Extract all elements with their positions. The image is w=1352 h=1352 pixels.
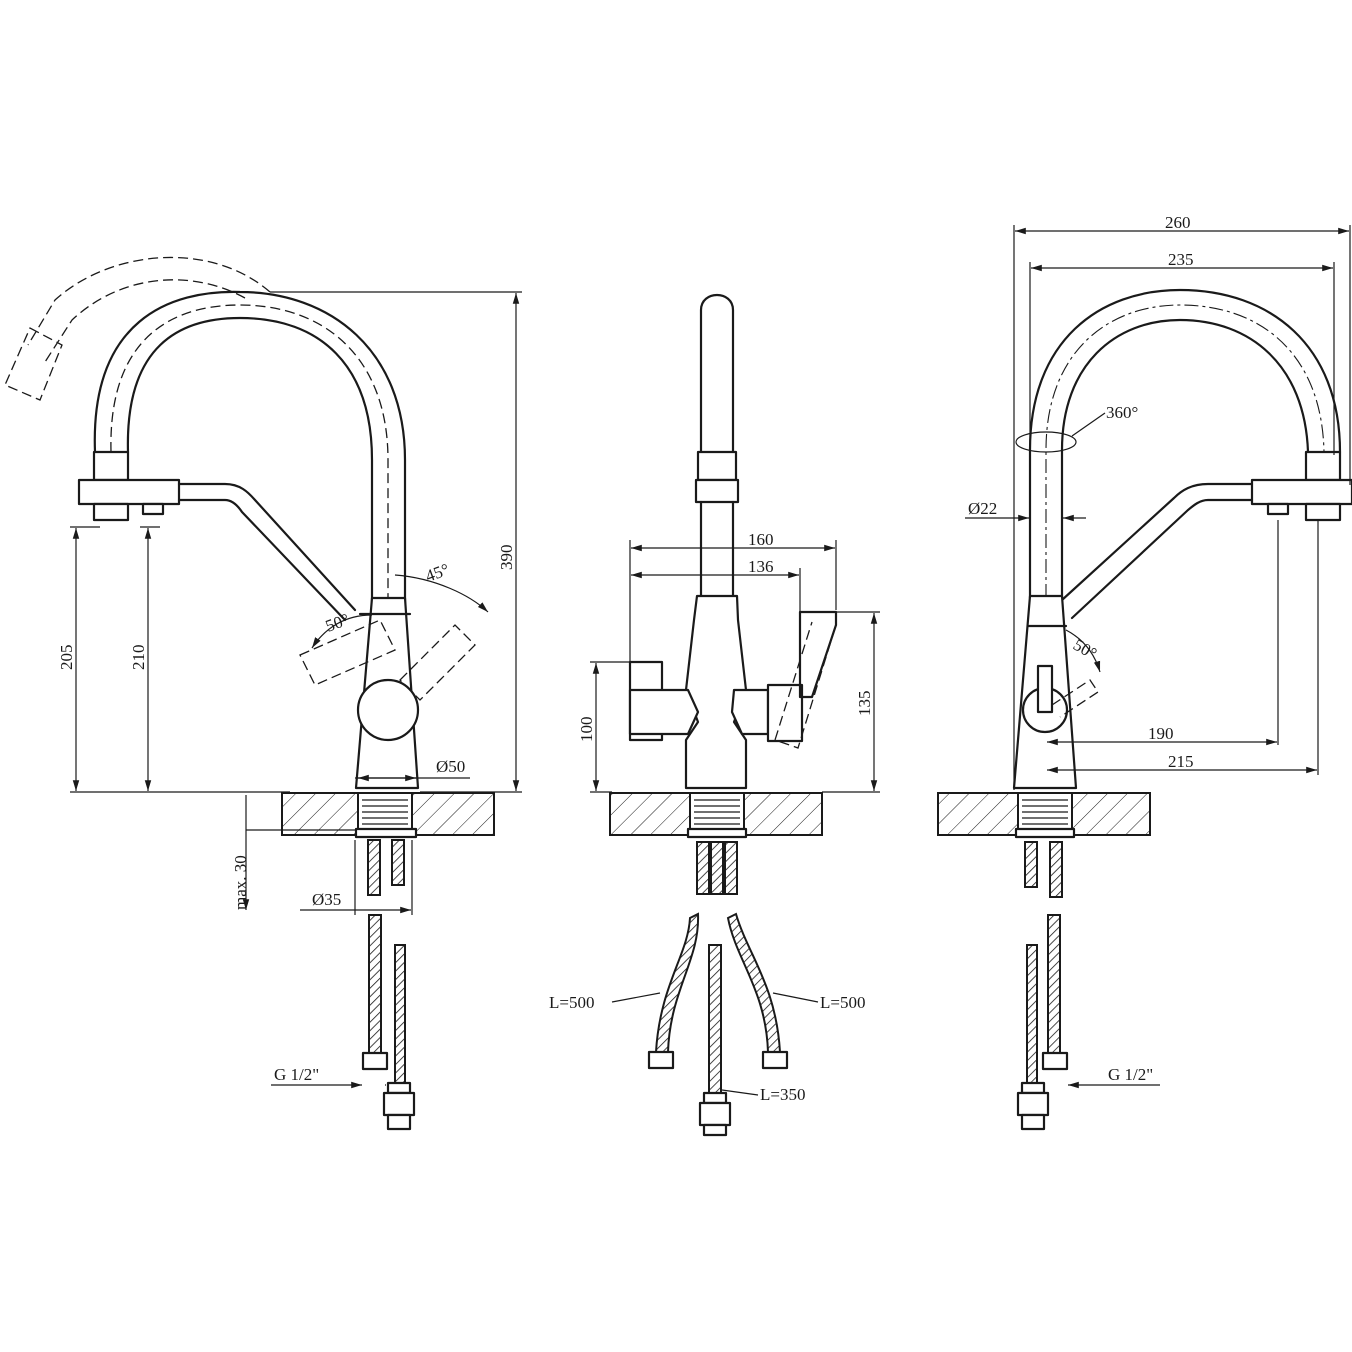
front-view: 160 136 100 135 L=500 L=500 L=350 (549, 294, 880, 1137)
hose-length-right: L=500 (820, 993, 865, 1012)
dim-diameter-22: Ø22 (968, 499, 997, 518)
dim-rotation-360: 360° (1106, 403, 1138, 422)
dim-190: 190 (1148, 724, 1174, 743)
dim-angle-45: 45° (423, 560, 452, 586)
dim-max-30: max. 30 (231, 855, 250, 910)
dim-235: 235 (1168, 250, 1194, 269)
rear-view: 260 235 360° Ø22 50° 190 215 G 1/2" (937, 213, 1352, 1131)
dim-390: 390 (497, 545, 516, 571)
dim-thread-right: G 1/2" (1108, 1065, 1153, 1084)
dim-angle-50: 50° (323, 610, 352, 636)
dim-135: 135 (855, 691, 874, 717)
dim-215: 215 (1168, 752, 1194, 771)
dim-thread-left: G 1/2" (274, 1065, 319, 1084)
dim-260: 260 (1165, 213, 1191, 232)
dim-diameter-35: Ø35 (312, 890, 341, 909)
hose-length-center: L=350 (760, 1085, 805, 1104)
dim-136: 136 (748, 557, 774, 576)
dim-205: 205 (57, 645, 76, 671)
side-view: 390 205 210 45° 50° Ø50 Ø35 max. 30 G 1/… (4, 256, 522, 1131)
dim-210: 210 (129, 645, 148, 671)
dim-160: 160 (748, 530, 774, 549)
hose-length-left: L=500 (549, 993, 594, 1012)
dim-100: 100 (577, 717, 596, 743)
dim-diameter-50: Ø50 (436, 757, 465, 776)
